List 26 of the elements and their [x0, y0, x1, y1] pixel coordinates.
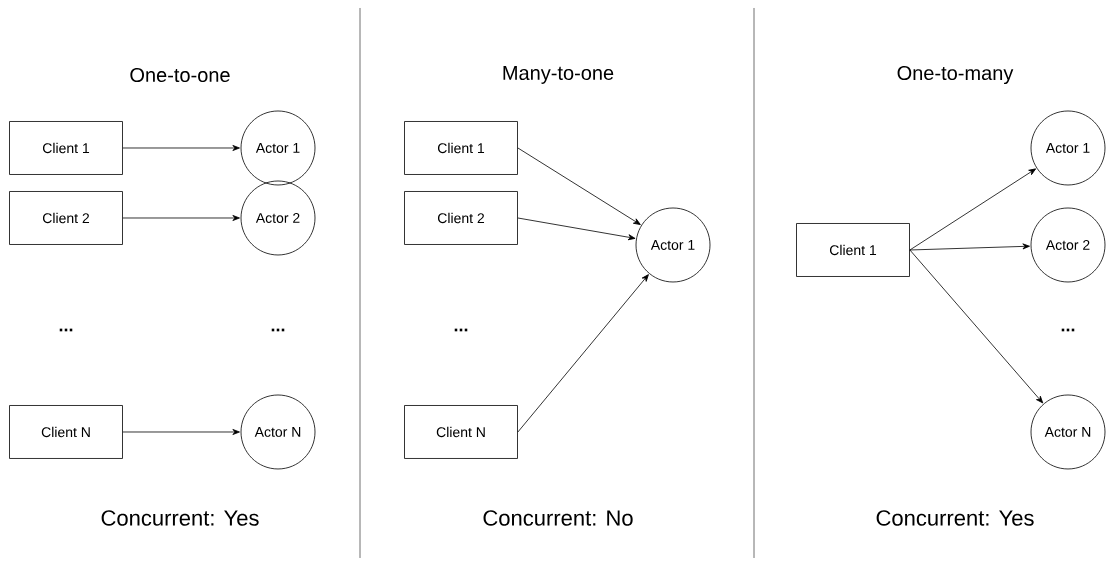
arrow	[909, 168, 1037, 251]
client-box: Client N	[9, 405, 123, 459]
client-box: Client 1	[796, 223, 910, 277]
client-box: Client 2	[9, 191, 123, 245]
ellipsis: ...	[454, 328, 468, 332]
arrow	[517, 147, 641, 225]
ellipsis: ...	[1061, 328, 1075, 332]
panel-title: One-to-many	[897, 65, 1014, 85]
arrow	[517, 274, 649, 433]
client-box: Client N	[404, 405, 518, 459]
client-box: Client 2	[404, 191, 518, 245]
arrow	[122, 145, 240, 151]
arrow	[517, 217, 636, 241]
concurrency-note: Concurrent: Yes	[101, 510, 259, 526]
ellipsis: ...	[271, 328, 285, 332]
arrow	[122, 429, 240, 435]
panel-title: One-to-one	[130, 67, 230, 83]
ellipsis: ...	[59, 328, 73, 332]
concurrency-note: Concurrent: No	[483, 510, 633, 526]
panel-title: Many-to-one	[503, 66, 614, 84]
concurrency-note: Concurrent: Yes	[876, 510, 1034, 526]
arrow	[122, 215, 240, 221]
arrow	[909, 243, 1030, 251]
arrow	[909, 249, 1044, 404]
client-box: Client 1	[404, 121, 518, 175]
client-box: Client 1	[9, 121, 123, 175]
